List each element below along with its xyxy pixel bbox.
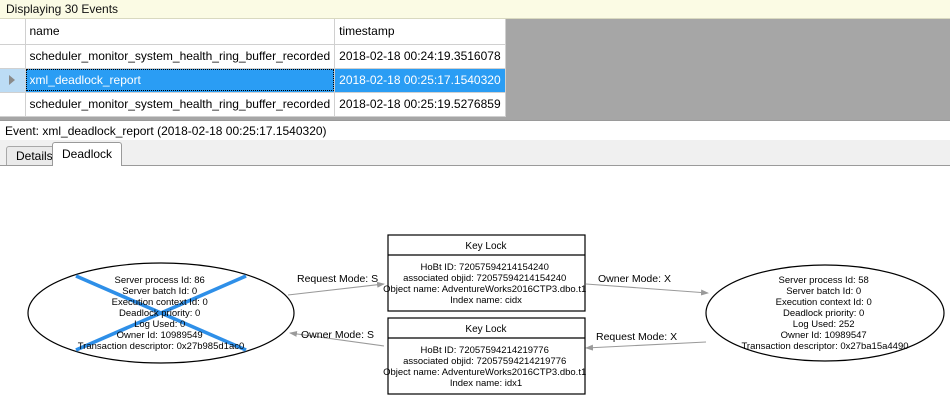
svg-text:HoBt ID: 72057594214154240: HoBt ID: 72057594214154240 associated ob…	[383, 262, 589, 306]
events-grid[interactable]: name timestamp scheduler_monitor_system_…	[0, 19, 950, 120]
process-right-line-2: Execution context Id: 0	[776, 297, 872, 308]
edge-left-request-label: Request Mode: S	[297, 273, 378, 285]
column-header-timestamp[interactable]: timestamp	[334, 19, 506, 45]
edge-right-owner-label: Owner Mode: X	[598, 273, 671, 285]
cell-name[interactable]: xml_deadlock_report	[25, 68, 336, 93]
keylock-bottom-line-3: Index name: idx1	[450, 378, 522, 389]
table-row[interactable]: scheduler_monitor_system_health_ring_buf…	[0, 44, 506, 69]
row-selector-arrow-icon	[9, 75, 16, 85]
process-node-right[interactable]: Server process Id: 58 Server batch Id: 0…	[705, 264, 945, 362]
cell-timestamp[interactable]: 2018-02-18 00:24:19.3516078	[334, 44, 506, 69]
process-right-line-5: Owner Id: 10989547	[781, 330, 867, 341]
keylock-top-line-3: Index name: cidx	[450, 295, 522, 306]
row-selector-cell[interactable]	[0, 44, 26, 69]
deadlock-victim-x-icon	[75, 274, 247, 352]
process-node-left[interactable]: Server process Id: 86 Server batch Id: 0…	[27, 262, 295, 364]
process-left-line-5: Owner Id: 10989549	[117, 330, 203, 341]
process-left-line-2: Execution context Id: 0	[112, 297, 208, 308]
process-right-line-6: Transaction descriptor: 0x27ba15a4490	[741, 341, 908, 352]
keylock-bottom-line-0: HoBt ID: 72057594214219776	[421, 345, 549, 356]
resource-node-keylock-bottom[interactable]: Key Lock HoBt ID: 72057594214219776 asso…	[383, 317, 589, 395]
keylock-bottom-line-1: associated objid: 72057594214219776	[403, 356, 566, 367]
column-header-name[interactable]: name	[25, 19, 336, 45]
keylock-top-title: Key Lock	[465, 241, 507, 252]
deadlock-graph-canvas[interactable]: Request Mode: S Owner Mode: X Owner Mode…	[0, 165, 950, 400]
row-selector-cell[interactable]	[0, 68, 26, 93]
process-left-line-1: Server batch Id: 0	[122, 286, 197, 297]
events-banner: Displaying 30 Events	[0, 0, 950, 19]
events-table: name timestamp scheduler_monitor_system_…	[0, 19, 506, 117]
event-detail-header-label: Event: xml_deadlock_report (2018-02-18 0…	[5, 124, 327, 138]
edge-right-request-label: Request Mode: X	[596, 331, 677, 343]
column-header-selector[interactable]	[0, 19, 26, 45]
process-left-line-3: Deadlock priority: 0	[119, 308, 200, 319]
keylock-top-line-2: Object name: AdventureWorks2016CTP3.dbo.…	[383, 284, 586, 295]
svg-text:Server process Id: 58: Server process Id: 58 Server batch Id: 0…	[741, 275, 908, 352]
events-header-row: name timestamp	[0, 19, 506, 45]
svg-text:HoBt ID: 72057594214219776: HoBt ID: 72057594214219776 associated ob…	[383, 345, 589, 389]
process-left-line-4: Log Used: 0	[134, 319, 185, 330]
process-right-line-1: Server batch Id: 0	[786, 286, 861, 297]
process-right-line-4: Log Used: 252	[793, 319, 855, 330]
cell-name[interactable]: scheduler_monitor_system_health_ring_buf…	[25, 44, 336, 69]
resource-node-keylock-top[interactable]: Key Lock HoBt ID: 72057594214154240 asso…	[383, 234, 589, 312]
edge-right-request: Request Mode: X	[585, 331, 707, 351]
detail-tabstrip: Details Deadlock	[0, 140, 950, 166]
event-detail-header: Event: xml_deadlock_report (2018-02-18 0…	[0, 120, 950, 140]
row-selector-cell[interactable]	[0, 92, 26, 117]
tab-deadlock[interactable]: Deadlock	[52, 142, 123, 166]
cell-name[interactable]: scheduler_monitor_system_health_ring_buf…	[25, 92, 336, 117]
svg-text:Server process Id: 86: Server process Id: 86 Server batch Id: 0…	[78, 275, 245, 352]
edge-left-owner: Owner Mode: S	[289, 329, 385, 347]
keylock-bottom-line-2: Object name: AdventureWorks2016CTP3.dbo.…	[383, 367, 586, 378]
process-right-line-3: Deadlock priority: 0	[783, 308, 864, 319]
cell-timestamp[interactable]: 2018-02-18 00:25:19.5276859	[334, 92, 506, 117]
table-row[interactable]: scheduler_monitor_system_health_ring_buf…	[0, 92, 506, 117]
table-row[interactable]: xml_deadlock_report 2018-02-18 00:25:17.…	[0, 68, 506, 93]
cell-timestamp[interactable]: 2018-02-18 00:25:17.1540320	[334, 68, 506, 93]
process-left-line-6: Transaction descriptor: 0x27b985d1ac0	[78, 341, 245, 352]
edge-right-owner: Owner Mode: X	[585, 273, 709, 296]
keylock-top-line-1: associated objid: 72057594214154240	[403, 273, 566, 284]
edge-left-owner-label: Owner Mode: S	[301, 329, 374, 341]
events-table-head: name timestamp	[0, 19, 506, 45]
process-right-line-0: Server process Id: 58	[779, 275, 869, 286]
events-banner-label: Displaying 30 Events	[6, 2, 119, 16]
edge-left-request: Request Mode: S	[287, 273, 385, 296]
process-left-line-0: Server process Id: 86	[115, 275, 205, 286]
events-table-body: scheduler_monitor_system_health_ring_buf…	[0, 44, 506, 117]
keylock-top-line-0: HoBt ID: 72057594214154240	[421, 262, 549, 273]
keylock-bottom-title: Key Lock	[465, 324, 507, 335]
